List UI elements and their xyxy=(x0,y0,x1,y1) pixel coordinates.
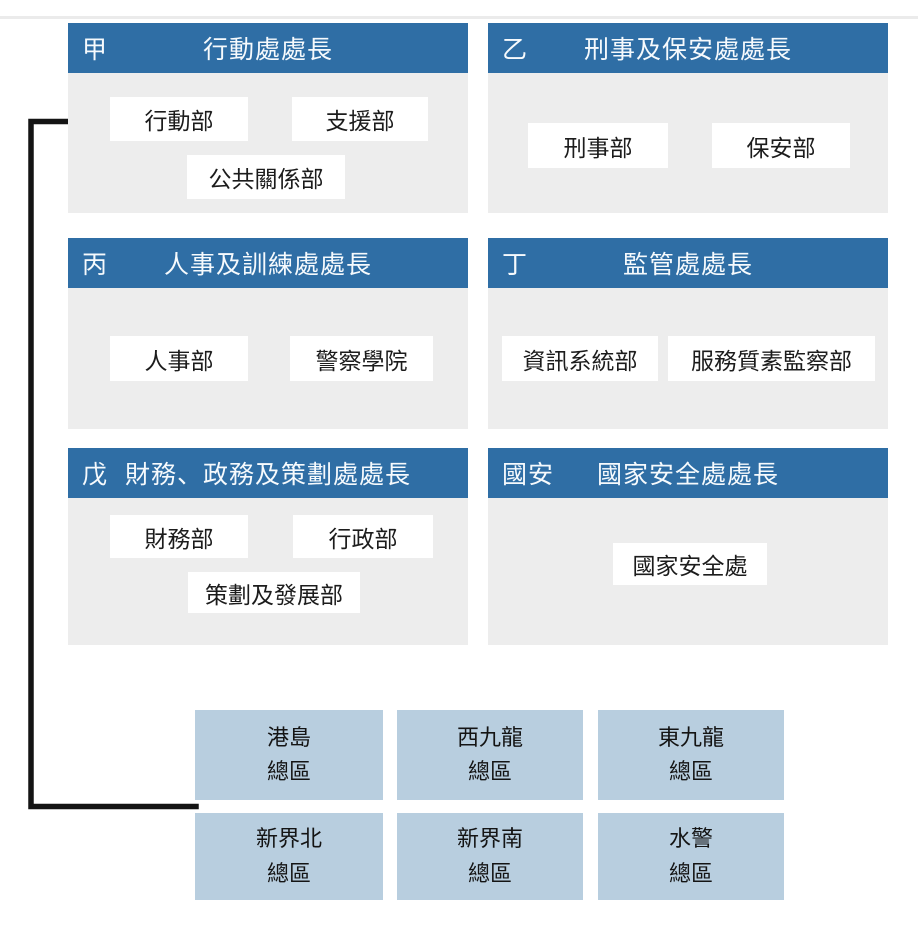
unit-box-service-quality-wing: 服務質素監察部 xyxy=(668,336,875,381)
dept-block-finance-admin-planning: 戊 財務、政務及策劃處處長 財務部 行政部 策劃及發展部 xyxy=(68,448,468,645)
region-line2: 總區 xyxy=(467,860,512,886)
dept-prefix: 丙 xyxy=(82,251,109,279)
dept-body: 行動部 支援部 公共關係部 xyxy=(68,73,468,213)
dept-prefix: 戊 xyxy=(82,461,109,489)
dept-header: 戊 財務、政務及策劃處處長 xyxy=(68,448,468,498)
dept-block-management-services: 丁 監管處處長 資訊系統部 服務質素監察部 xyxy=(488,238,888,429)
dept-body: 財務部 行政部 策劃及發展部 xyxy=(68,498,468,645)
region-line1: 西九龍 xyxy=(456,724,523,750)
region-line2: 總區 xyxy=(266,759,311,784)
region-line2: 總區 xyxy=(668,860,713,886)
dept-body: 人事部 警察學院 xyxy=(68,288,468,429)
unit-box-personnel-wing: 人事部 xyxy=(110,336,248,381)
dept-body: 刑事部 保安部 xyxy=(488,73,888,213)
region-box-hk-island: 港島 總區 xyxy=(195,710,383,800)
region-box-marine: 水警 總區 xyxy=(598,813,784,900)
region-line2: 總區 xyxy=(266,860,311,886)
dept-title: 監管處處長 xyxy=(622,251,753,279)
dept-title: 人事及訓練處處長 xyxy=(163,251,372,279)
region-line1: 東九龍 xyxy=(657,724,724,750)
dept-prefix: 國安 xyxy=(502,461,555,489)
dept-block-crime-security: 乙 刑事及保安處處長 刑事部 保安部 xyxy=(488,23,888,213)
dept-header: 丁 監管處處長 xyxy=(488,238,888,288)
unit-box-operations-wing: 行動部 xyxy=(110,97,248,141)
dept-header: 丙 人事及訓練處處長 xyxy=(68,238,468,288)
region-line2: 總區 xyxy=(668,759,713,784)
unit-box-security-wing: 保安部 xyxy=(712,123,850,168)
region-box-kowloon-east: 東九龍 總區 xyxy=(598,710,784,800)
unit-box-support-wing: 支援部 xyxy=(292,97,428,141)
unit-box-information-systems-wing: 資訊系統部 xyxy=(502,336,658,381)
dept-block-operations: 甲 行動處處長 行動部 支援部 公共關係部 xyxy=(68,23,468,213)
region-box-nt-south: 新界南 總區 xyxy=(397,813,583,900)
region-box-nt-north: 新界北 總區 xyxy=(195,813,383,900)
unit-box-crime-wing: 刑事部 xyxy=(528,123,668,168)
unit-box-finance-wing: 財務部 xyxy=(110,515,248,558)
top-edge-artifact xyxy=(0,16,918,19)
dept-body: 國家安全處 xyxy=(488,498,888,645)
unit-box-planning-development-wing: 策劃及發展部 xyxy=(188,572,360,613)
unit-box-national-security-department: 國家安全處 xyxy=(613,543,767,585)
region-box-kowloon-west: 西九龍 總區 xyxy=(397,710,583,800)
dept-header: 甲 行動處處長 xyxy=(68,23,468,73)
dept-title: 財務、政務及策劃處處長 xyxy=(124,461,411,489)
dept-header: 國安 國家安全處處長 xyxy=(488,448,888,498)
dept-prefix: 甲 xyxy=(82,36,109,64)
dept-title: 刑事及保安處處長 xyxy=(583,36,792,64)
dept-prefix: 乙 xyxy=(502,36,529,64)
unit-box-police-college: 警察學院 xyxy=(290,336,433,381)
dept-block-personnel-training: 丙 人事及訓練處處長 人事部 警察學院 xyxy=(68,238,468,429)
unit-box-administration-wing: 行政部 xyxy=(293,515,433,558)
dept-header: 乙 刑事及保安處處長 xyxy=(488,23,888,73)
unit-box-public-relations-wing: 公共關係部 xyxy=(187,155,345,199)
region-line1: 水警 xyxy=(668,826,713,852)
region-line2: 總區 xyxy=(467,759,512,784)
dept-body: 資訊系統部 服務質素監察部 xyxy=(488,288,888,429)
dept-prefix: 丁 xyxy=(502,251,529,279)
dept-title: 行動處處長 xyxy=(202,36,333,64)
region-line1: 新界南 xyxy=(456,826,523,852)
dept-block-national-security: 國安 國家安全處處長 國家安全處 xyxy=(488,448,888,645)
dept-title: 國家安全處處長 xyxy=(596,461,779,489)
region-line1: 港島 xyxy=(266,724,311,750)
region-line1: 新界北 xyxy=(255,826,322,852)
